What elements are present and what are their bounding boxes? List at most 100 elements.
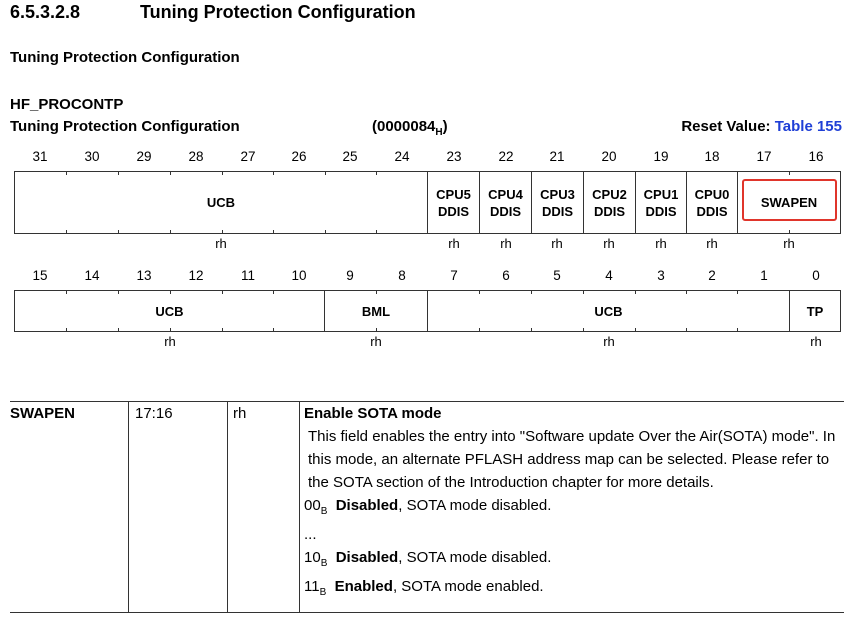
bit-tick [376,328,377,332]
bit-tick [170,328,171,332]
bit-number: 31 [32,149,48,164]
register-offset: (0000084H) [372,118,448,138]
bit-number: 3 [657,268,665,283]
bit-number: 17 [756,149,772,164]
bit-number: 25 [342,149,358,164]
bit-tick [376,171,377,175]
desc-text: This field enables the entry into "Softw… [308,428,836,491]
offset-value: (0000084 [372,118,436,135]
bit-tick [789,171,790,175]
bit-number: 19 [653,149,669,164]
table-bottom-rule [10,612,844,613]
register-long-name: Tuning Protection Configuration [10,118,240,135]
table-description: This field enables the entry into "Softw… [304,425,849,604]
bit-number: 22 [498,149,514,164]
bit-number: 11 [240,268,255,283]
bit-tick [273,328,274,332]
reset-label: Reset Value: [681,118,771,135]
table-desc-title: Enable SOTA mode [304,405,442,422]
bit-tick [273,171,274,175]
bit-tick [325,230,326,234]
bit-number: 27 [240,149,256,164]
bit-tick [170,171,171,175]
bit-tick [583,328,584,332]
bit-tick [118,290,119,294]
bit-tick [737,328,738,332]
bit-number: 24 [394,149,410,164]
swapen-highlight-box [742,179,837,221]
bit-tick [325,171,326,175]
bit-tick [118,328,119,332]
bit-tick [66,171,67,175]
access-type: rh [655,236,667,251]
access-type: rh [603,236,615,251]
bit-tick [376,230,377,234]
table-field-name: SWAPEN [10,405,76,422]
value-row: 00B Disabled, SOTA mode disabled. [304,497,552,517]
bit-tick [273,230,274,234]
bit-tick [118,171,119,175]
bit-tick [583,290,584,294]
field-ucb-lower-low: UCB [427,290,790,332]
subtitle: Tuning Protection Configuration [10,49,240,66]
field-ucb-lower-high: UCB [14,290,325,332]
bit-number: 6 [502,268,510,283]
bit-tick [273,290,274,294]
bit-tick [118,230,119,234]
access-type: rh [370,334,382,349]
reset-table-link[interactable]: Table 155 [774,118,842,135]
access-type: rh [551,236,563,251]
access-type: rh [215,236,227,251]
bit-number: 18 [704,149,720,164]
bit-tick [66,290,67,294]
bit-number: 9 [346,268,354,283]
bit-number: 2 [708,268,716,283]
bit-number: 20 [601,149,617,164]
register-name: HF_PROCONTP [10,96,124,113]
table-bits: 17:16 [135,405,173,422]
bit-tick [479,290,480,294]
bit-tick [737,290,738,294]
bit-number: 5 [553,268,561,283]
column-divider [128,401,129,612]
bit-number: 12 [188,268,204,283]
access-type: rh [706,236,718,251]
field-tp: TP [789,290,841,332]
value-ellipsis: ... [304,526,317,543]
bit-tick [222,230,223,234]
bit-number: 15 [32,268,48,283]
field-ucb-upper: UCB [14,171,428,234]
offset-close: ) [442,118,448,135]
bit-tick [789,230,790,234]
bit-tick [222,290,223,294]
bit-tick [170,230,171,234]
bit-tick [66,230,67,234]
bit-tick [170,290,171,294]
bit-number: 16 [808,149,824,164]
bit-tick [376,290,377,294]
bit-number: 10 [291,268,307,283]
value-row: 11B Enabled, SOTA mode enabled. [304,578,544,598]
bit-tick [66,328,67,332]
column-divider [227,401,228,612]
bit-tick [635,328,636,332]
field-bml: BML [324,290,428,332]
access-type: rh [783,236,795,251]
reset-value: Reset Value: Table 155 [681,118,842,135]
bit-tick [222,328,223,332]
section-title: Tuning Protection Configuration [140,2,416,22]
bit-tick [686,290,687,294]
bit-number: 23 [446,149,462,164]
access-type: rh [603,334,615,349]
offset-radix: H [435,127,443,138]
value-row: 10B Disabled, SOTA mode disabled. [304,549,552,569]
table-top-rule [10,401,844,402]
column-divider [299,401,300,612]
bit-tick [686,328,687,332]
bit-number: 26 [291,149,307,164]
